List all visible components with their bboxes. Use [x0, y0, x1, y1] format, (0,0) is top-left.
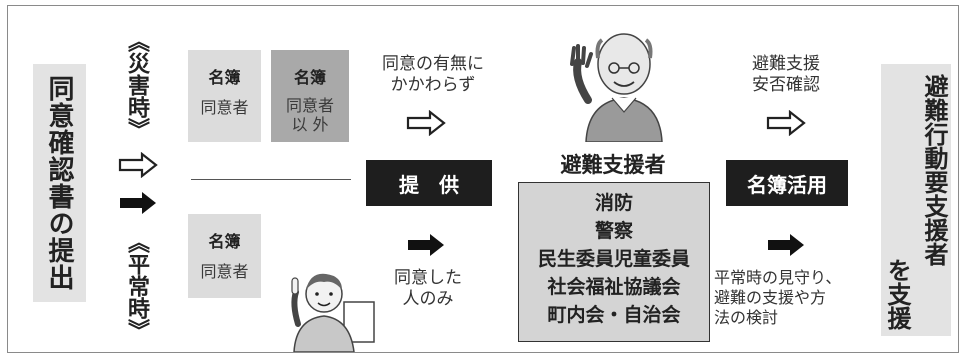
supporter-item: 社会福祉協議会	[547, 276, 681, 298]
solid-arrow-right-icon	[120, 192, 156, 214]
supporter-item: 町内会・自治会	[547, 304, 681, 326]
disaster-nonconsent-card: 名簿 同意者 以 外	[271, 50, 349, 142]
supporter-item: 消防	[594, 192, 633, 214]
normal-note: 平常時の見守り、 避難の支援や方 法の検討	[714, 268, 874, 328]
disaster-consent-card: 名簿 同意者	[188, 50, 261, 142]
card-subtitle: 同意者	[200, 98, 249, 117]
normal-consent-card: 名簿 同意者	[188, 214, 261, 298]
normal-line1: 平常時の見守り、	[714, 268, 842, 287]
consent-only-line2: 人のみ	[402, 289, 454, 310]
card-title: 名簿	[208, 68, 241, 87]
disaster-time-label: 《災害時》	[124, 30, 149, 140]
supporter-title-wrap: 避難支援者	[518, 150, 708, 178]
outline-arrow-right-icon	[118, 152, 158, 178]
evac-note: 避難支援 安否確認	[726, 54, 846, 97]
supporter-item: 警察	[594, 220, 633, 242]
normal-time-label: 《平常時》	[124, 231, 149, 341]
consent-submission-text: 同意確認書の提出	[44, 75, 74, 291]
normal-line2: 避難の支援や方	[714, 288, 827, 307]
consent-submission-box: 同意確認書の提出	[33, 64, 86, 302]
card-title: 名簿	[208, 232, 241, 251]
evac-line1: 避難支援	[752, 54, 820, 74]
target-support-box: 避難行動要支援者 を支援	[881, 64, 951, 336]
solid-arrow-right-icon	[408, 234, 444, 256]
evac-line2: 安否確認	[752, 75, 820, 96]
diagram-frame: 同意確認書の提出 《災害時》 《平常時》 名簿 同意者 名簿 同意者 以 外 名…	[7, 5, 959, 353]
solid-arrow-right-icon	[768, 234, 804, 256]
elderly-man-waving-icon	[570, 33, 663, 142]
section-divider	[191, 179, 351, 180]
supporter-title: 避難支援者	[560, 153, 666, 177]
roster-use-text: 名簿活用	[747, 172, 827, 197]
card-line2: 以 外	[291, 115, 329, 135]
man-with-document-icon	[291, 273, 375, 352]
regardless-line2: かかわらず	[390, 75, 476, 96]
outline-arrow-right-icon	[406, 110, 446, 136]
supporter-item: 民生委員児童委員	[537, 248, 690, 270]
supporter-list-box: 消防 警察 民生委員児童委員 社会福祉協議会 町内会・自治会	[518, 182, 710, 342]
target-support-col2: を支援	[883, 258, 911, 330]
consent-only-note: 同意した 人のみ	[378, 268, 478, 311]
regardless-note: 同意の有無に かかわらず	[363, 54, 503, 97]
disaster-time-label-wrap: 《災害時》	[116, 20, 156, 150]
roster-use-box: 名簿活用	[726, 160, 848, 206]
regardless-line1: 同意の有無に	[382, 54, 484, 74]
card-title: 名簿	[293, 68, 326, 87]
consent-only-line1: 同意した	[394, 268, 462, 288]
provide-box: 提 供	[366, 160, 492, 206]
card-line1: 同意者	[285, 96, 334, 115]
provide-text: 提 供	[399, 172, 459, 197]
outline-arrow-right-icon	[766, 110, 806, 136]
normal-line3: 法の検討	[714, 308, 779, 327]
card-subtitle: 同意者	[200, 262, 249, 281]
normal-time-label-wrap: 《平常時》	[116, 222, 156, 350]
target-support-col1: 避難行動要支援者	[920, 74, 948, 266]
